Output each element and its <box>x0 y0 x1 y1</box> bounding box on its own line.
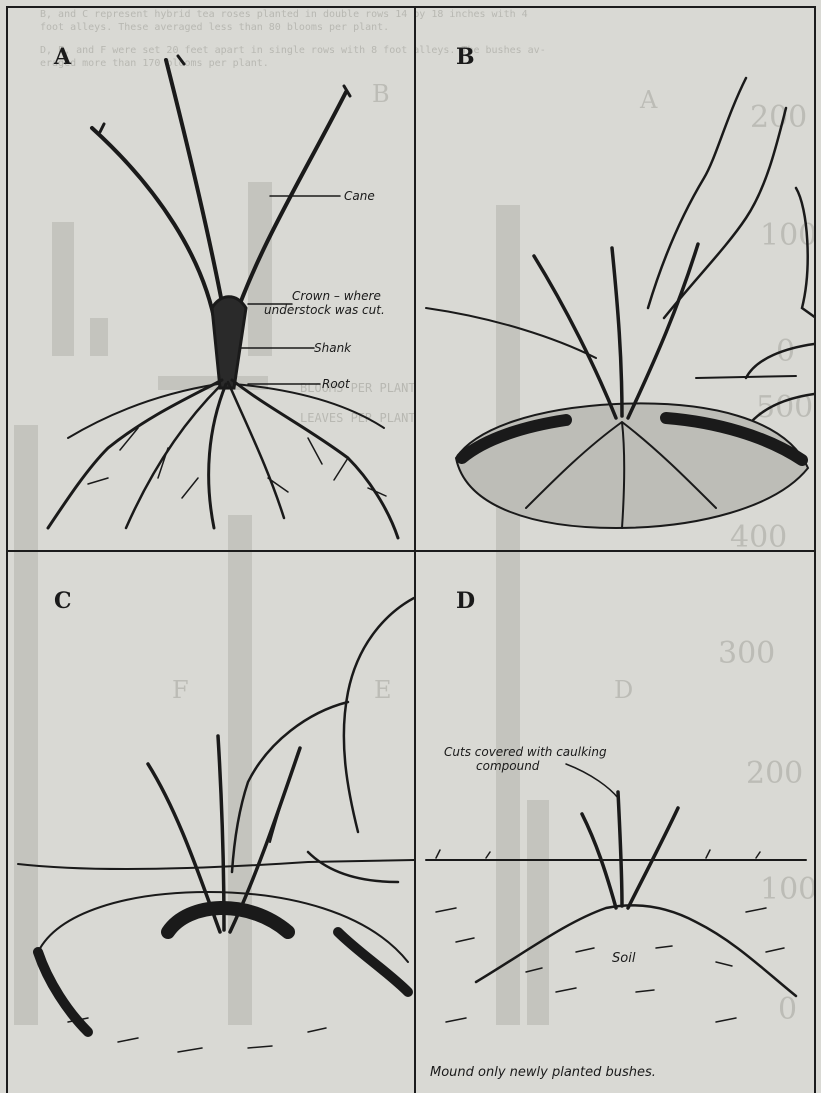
label-cuts: Cuts covered with caulking <box>444 746 607 759</box>
panel-d: D Cuts covered with caulking compound So… <box>416 552 814 1093</box>
label-cuts-2: compound <box>476 760 539 773</box>
caption: Mound only newly planted bushes. <box>430 1066 656 1079</box>
label-shank: Shank <box>314 342 351 355</box>
panel-a: A <box>8 8 414 550</box>
label-root: Root <box>322 378 350 391</box>
label-cane: Cane <box>344 190 375 203</box>
label-soil: Soil <box>612 952 635 965</box>
panel-c: C <box>8 552 414 1093</box>
panel-b: B <box>416 8 814 550</box>
label-crown: Crown – where <box>292 290 381 303</box>
mounded-soil-drawing <box>416 552 814 1093</box>
label-crown-2: understock was cut. <box>264 304 385 317</box>
filling-hole-drawing <box>8 552 414 1093</box>
planting-in-hole-drawing <box>416 8 814 550</box>
rose-bush-bare-root-drawing <box>8 8 414 550</box>
